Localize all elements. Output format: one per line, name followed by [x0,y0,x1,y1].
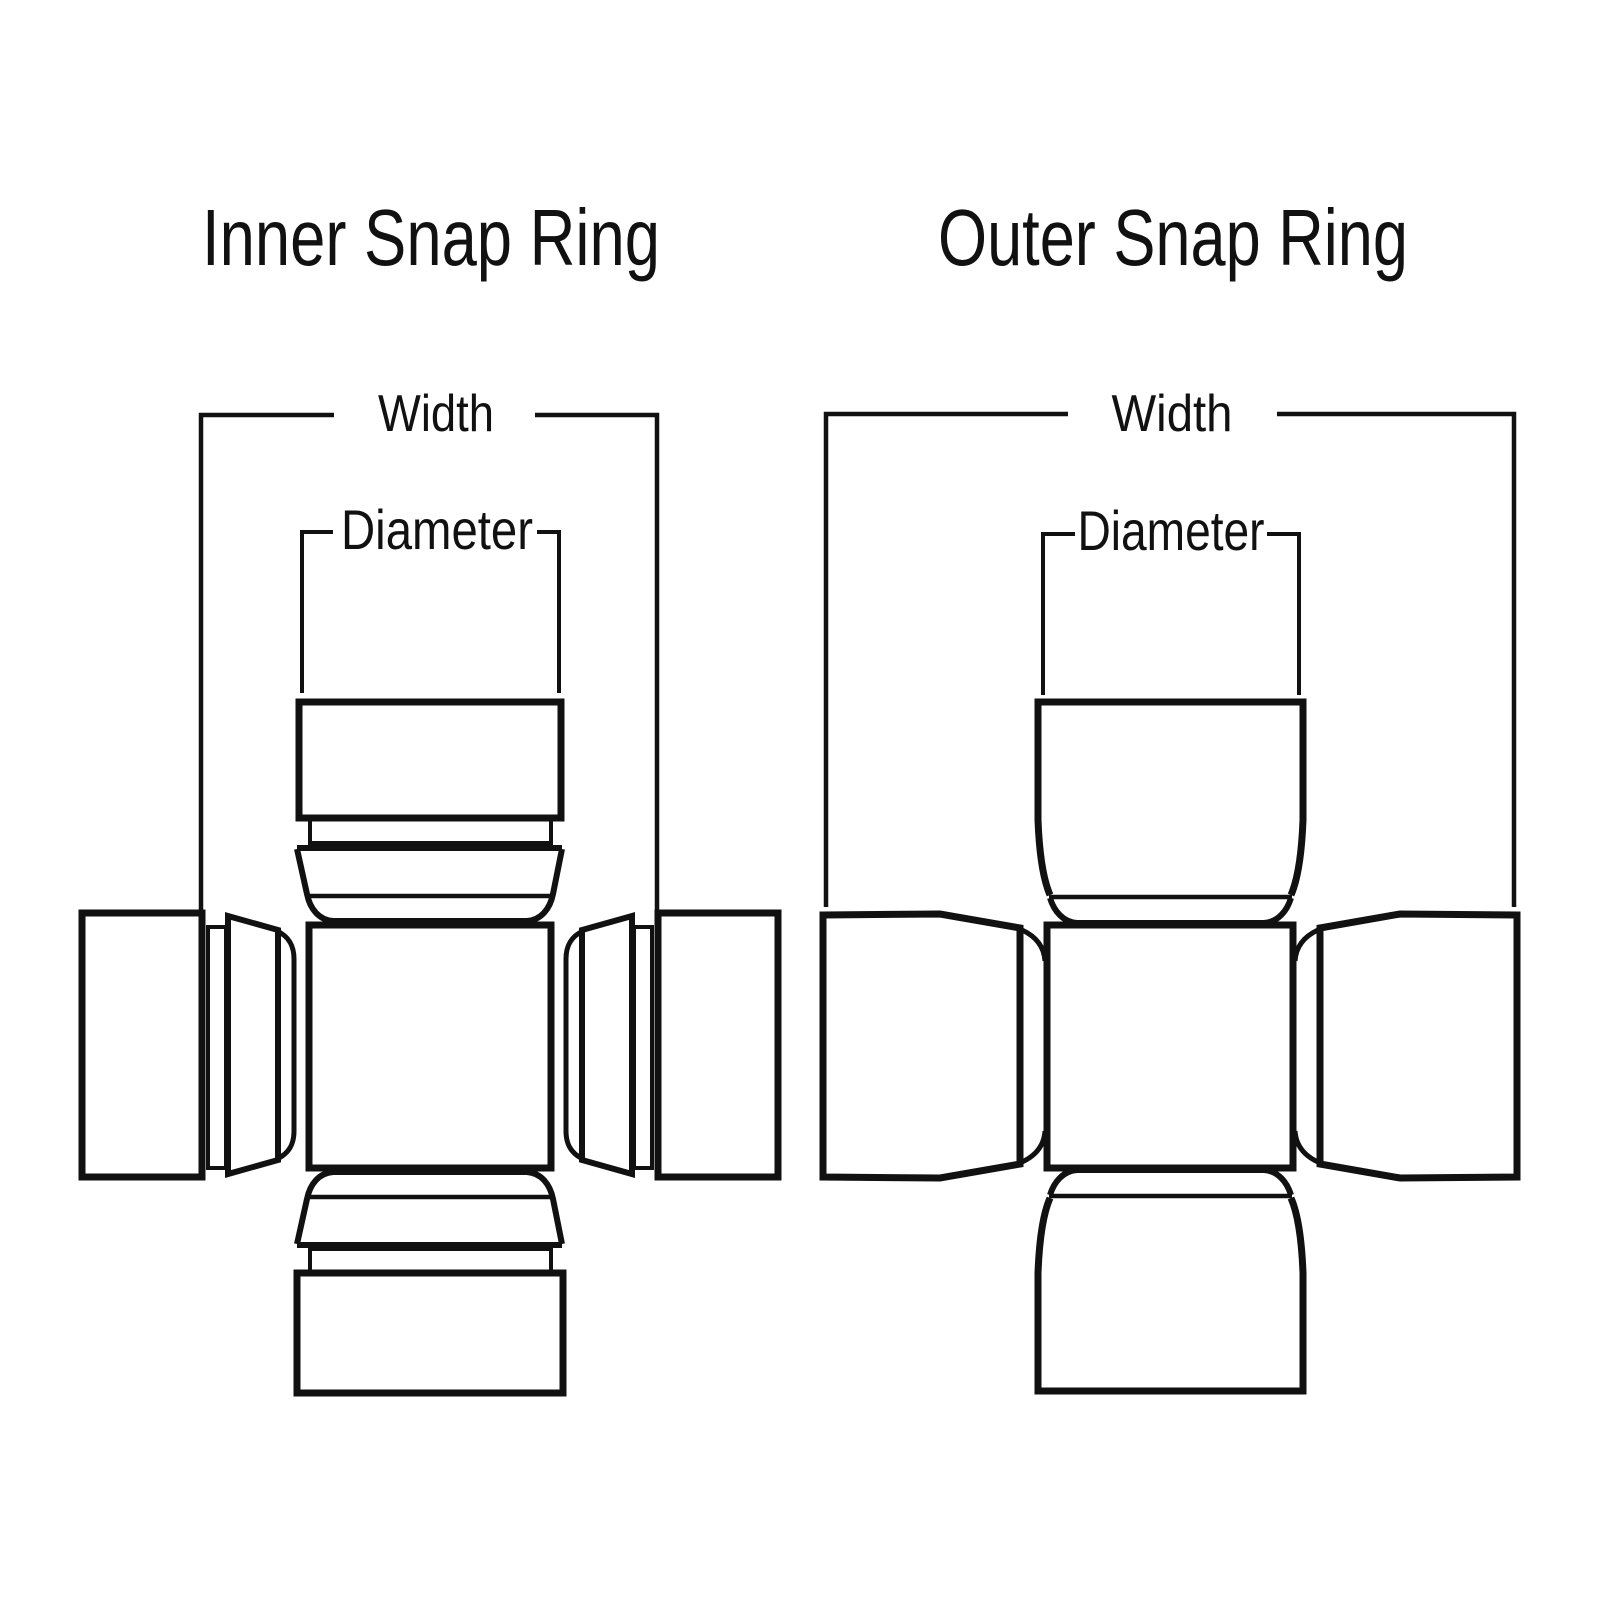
inner-top-cap-skirt [294,845,565,924]
outer-diagram-title: Outer Snap Ring [938,193,1408,282]
inner-right-bearing-cap [654,909,782,1181]
inner-width-label: Width [378,385,494,443]
inner-diameter-label: Diameter [341,498,533,561]
inner-center-block [305,921,555,1172]
inner-width-dimension: Width [198,385,660,910]
outer-bottom-bearing-cap [1034,1196,1307,1395]
outer-u-joint-cross [819,698,1521,1395]
outer-diameter-label: Diameter [1078,499,1265,562]
inner-left-seal-curve [275,928,297,1162]
inner-bottom-bearing-cap [293,1269,567,1397]
inner-bottom-cap-skirt [294,1169,565,1248]
outer-right-seal-curve [1292,927,1320,1165]
inner-bottom-snap-ring-groove [308,1247,553,1273]
inner-left-cap-taper [225,912,281,1178]
inner-top-snap-ring-groove [308,820,553,845]
outer-right-bearing-cap [1316,910,1521,1182]
outer-width-label: Width [1112,385,1233,443]
inner-diameter-dimension: Diameter [300,498,561,693]
outer-bottom-cap-skirt [1047,1167,1294,1196]
outer-snap-ring-diagram: Outer Snap Ring Width Diameter [819,193,1521,1395]
outer-left-seal-curve [1020,927,1048,1165]
outer-top-cap-skirt [1047,897,1294,926]
inner-diagram-title: Inner Snap Ring [202,193,660,282]
inner-top-bearing-cap [295,698,565,822]
outer-top-bearing-cap [1034,698,1307,897]
inner-left-snap-ring-groove [206,925,228,1170]
inner-diameter-bracket [300,530,561,693]
inner-right-seal-curve [563,928,585,1162]
inner-u-joint-cross [78,698,782,1397]
outer-diameter-bracket [1041,532,1301,695]
inner-right-snap-ring-groove [632,925,654,1170]
inner-snap-ring-diagram: Inner Snap Ring Width Diameter [78,193,782,1397]
outer-width-dimension: Width [823,385,1517,907]
inner-width-bracket [198,412,660,910]
outer-diameter-dimension: Diameter [1041,499,1301,695]
outer-width-bracket [823,411,1517,907]
outer-left-bearing-cap [819,910,1024,1182]
inner-left-bearing-cap [78,909,206,1181]
inner-right-cap-taper [579,912,635,1178]
outer-center-block [1043,921,1297,1172]
